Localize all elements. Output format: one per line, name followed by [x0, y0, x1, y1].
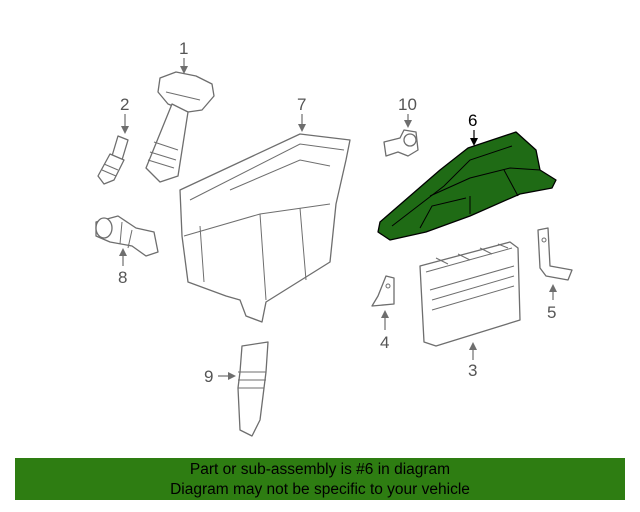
part-5-bracket[interactable]	[537, 227, 573, 281]
banner-line-2: Diagram may not be specific to your vehi…	[170, 481, 470, 498]
part-3-ecu[interactable]	[419, 241, 521, 347]
banner-line-1: Part or sub-assembly is #6 in diagram	[189, 461, 451, 478]
part-10-sensor[interactable]	[383, 129, 419, 157]
part-8-hose[interactable]	[95, 215, 159, 257]
callout-4-arrowhead	[381, 310, 389, 318]
callout-3-arrowhead	[469, 342, 477, 350]
part-2-spark-plug[interactable]	[97, 135, 129, 185]
callout-1-label: 1	[179, 39, 188, 58]
parts-diagram: 1 2 7 8 9 10	[95, 39, 573, 437]
part-9-sensor[interactable]	[237, 341, 269, 437]
callout-10-label: 10	[398, 95, 417, 114]
callout-5-label: 5	[547, 303, 556, 322]
callout-8-label: 8	[118, 268, 127, 287]
part-7-housing[interactable]	[179, 133, 351, 323]
callout-8-arrowhead	[119, 248, 127, 256]
callout-7-arrowhead	[298, 124, 306, 132]
callout-5-arrowhead	[549, 284, 557, 292]
callout-7-label: 7	[297, 95, 306, 114]
callout-2-arrowhead	[121, 126, 129, 134]
callout-1-arrowhead	[180, 66, 188, 74]
callout-9-label: 9	[204, 367, 213, 386]
part-1-ignition-coil[interactable]	[145, 71, 215, 183]
callout-6-label: 6	[468, 111, 477, 130]
callout-10-arrowhead	[404, 120, 412, 128]
callout-9-arrowhead	[228, 372, 236, 380]
callout-2-label: 2	[120, 95, 129, 114]
part-4-bracket[interactable]	[371, 275, 395, 307]
callout-4-label: 4	[380, 333, 389, 352]
info-banner: Part or sub-assembly is #6 in diagram Di…	[15, 458, 625, 500]
callout-3-label: 3	[468, 361, 477, 380]
callout-6-arrowhead	[470, 138, 478, 146]
part-6-cover-highlighted[interactable]	[377, 131, 557, 241]
